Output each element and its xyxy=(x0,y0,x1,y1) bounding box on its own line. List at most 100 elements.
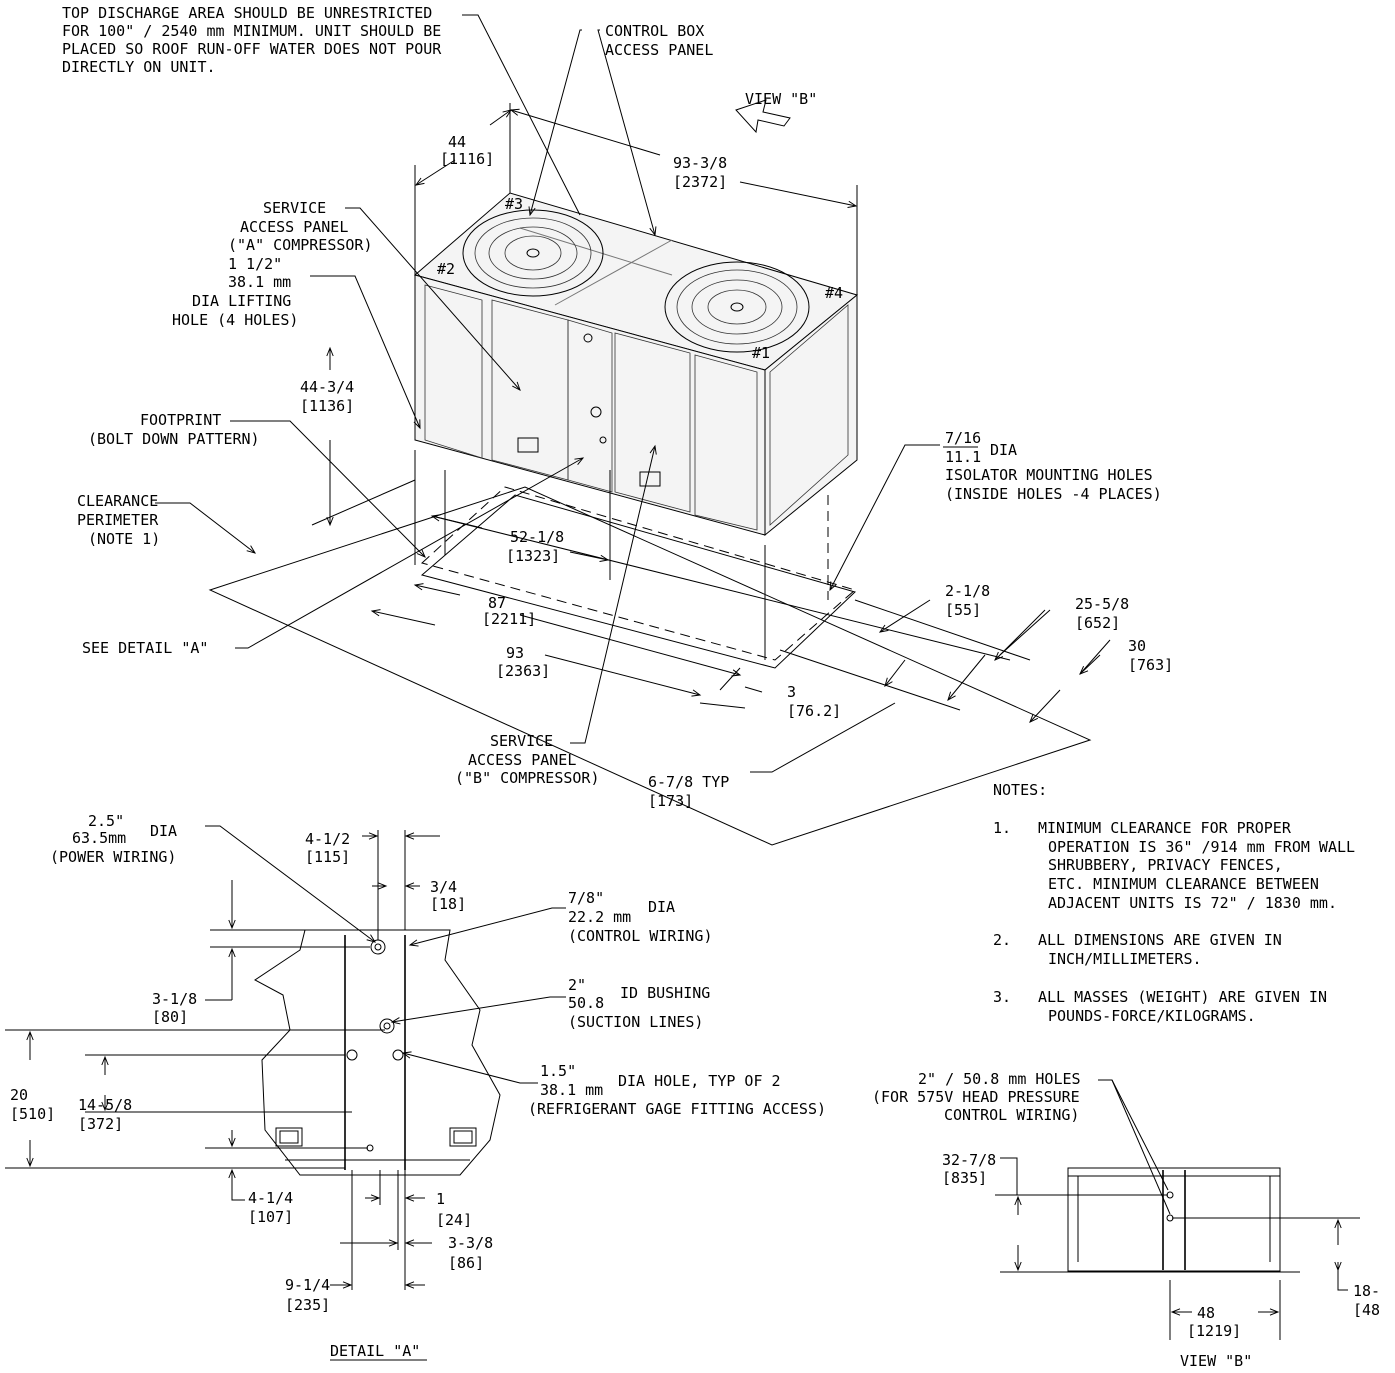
svg-text:[86]: [86] xyxy=(448,1254,484,1272)
svg-text:PERIMETER: PERIMETER xyxy=(77,511,159,529)
svg-text:6-7/8 TYP: 6-7/8 TYP xyxy=(648,773,729,791)
svg-text:[24]: [24] xyxy=(436,1211,472,1229)
dim-1: 1 [24] xyxy=(436,1190,472,1229)
gage-hole-2 xyxy=(392,1049,404,1061)
svg-text:(CONTROL WIRING): (CONTROL WIRING) xyxy=(568,927,713,945)
isolator-label: 7/16 11.1 DIA ISOLATOR MOUNTING HOLES (I… xyxy=(943,429,1162,503)
svg-text:1.5": 1.5" xyxy=(540,1062,576,1080)
svg-text:("A" COMPRESSOR): ("A" COMPRESSOR) xyxy=(228,236,373,254)
svg-text:[1219]: [1219] xyxy=(1187,1322,1241,1340)
svg-text:MINIMUM CLEARANCE FOR PROPER: MINIMUM CLEARANCE FOR PROPER xyxy=(1038,819,1292,837)
svg-text:1: 1 xyxy=(436,1190,445,1208)
svg-text:[1323]: [1323] xyxy=(506,547,560,565)
svg-text:44-3/4: 44-3/4 xyxy=(300,378,354,396)
detail-a-title: DETAIL "A" xyxy=(330,1342,420,1360)
note-1-num: 1. xyxy=(993,819,1011,837)
svg-text:25-5/8: 25-5/8 xyxy=(1075,595,1129,613)
svg-text:(SUCTION LINES): (SUCTION LINES) xyxy=(568,1013,703,1031)
svg-text:TOP DISCHARGE AREA SHOULD BE U: TOP DISCHARGE AREA SHOULD BE UNRESTRICTE… xyxy=(62,4,432,22)
gage-hole-1 xyxy=(346,1049,358,1061)
svg-text:87: 87 xyxy=(488,594,506,612)
svg-text:93: 93 xyxy=(506,644,524,662)
svg-text:3-1/8: 3-1/8 xyxy=(152,990,197,1008)
svg-text:50.8: 50.8 xyxy=(568,994,604,1012)
svg-text:(REFRIGERANT GAGE FITTING ACCE: (REFRIGERANT GAGE FITTING ACCESS) xyxy=(528,1100,826,1118)
note-3-num: 3. xyxy=(993,988,1011,1006)
footprint-pattern xyxy=(420,486,857,661)
detail-a-view: 2.5" 63.5mm DIA (POWER WIRING) 4-1/2 [11… xyxy=(5,812,826,1361)
svg-text:[2211]: [2211] xyxy=(482,610,536,628)
svg-text:[763]: [763] xyxy=(1128,656,1173,674)
svg-text:(BOLT DOWN PATTERN): (BOLT DOWN PATTERN) xyxy=(88,430,260,448)
svg-text:HOLE (4 HOLES): HOLE (4 HOLES) xyxy=(172,311,298,329)
view-b-label: VIEW "B" xyxy=(745,90,817,108)
svg-text:DIRECTLY ON UNIT.: DIRECTLY ON UNIT. xyxy=(62,58,216,76)
svg-text:38.1 mm: 38.1 mm xyxy=(228,273,291,291)
coil-right xyxy=(694,354,758,531)
svg-text:ETC. MINIMUM CLEARANCE BETWEE: ETC. MINIMUM CLEARANCE BETWEEN xyxy=(1048,875,1319,893)
dim-44: 44 [1116] xyxy=(440,133,494,168)
dim-3: 3 [76.2] xyxy=(787,683,841,720)
svg-text:14-5/8: 14-5/8 xyxy=(78,1096,132,1114)
service-panel-a-label: SERVICE ACCESS PANEL ("A" COMPRESSOR) xyxy=(228,199,373,254)
svg-text:38.1 mm: 38.1 mm xyxy=(540,1081,603,1099)
footprint-label: FOOTPRINT (BOLT DOWN PATTERN) xyxy=(88,411,260,448)
svg-text:ISOLATOR MOUNTING HOLES: ISOLATOR MOUNTING HOLES xyxy=(945,466,1153,484)
lifting-hole-label: 1 1/2" 38.1 mm DIA LIFTING HOLE (4 HOLES… xyxy=(172,255,298,329)
service-panel-b-label: SERVICE ACCESS PANEL ("B" COMPRESSOR) xyxy=(455,732,600,787)
svg-text:CLEARANCE: CLEARANCE xyxy=(77,492,158,510)
svg-text:FOR 100" / 2540 mm MINIMUM. U: FOR 100" / 2540 mm MINIMUM. UNIT SHOULD … xyxy=(62,22,441,40)
fan-mark-1: #1 xyxy=(752,344,770,362)
svg-text:[1136]: [1136] xyxy=(300,397,354,415)
suction-label: 2" 50.8 ID BUSHING (SUCTION LINES) xyxy=(568,976,710,1031)
service-panel-b-shape xyxy=(614,332,691,513)
svg-text:2.5": 2.5" xyxy=(88,812,124,830)
see-detail-a-label: SEE DETAIL "A" xyxy=(82,639,208,657)
svg-text:ACCESS PANEL: ACCESS PANEL xyxy=(468,751,576,769)
svg-text:CONTROL BOX: CONTROL BOX xyxy=(605,22,704,40)
dim-3-3-8: 3-3/8 [86] xyxy=(448,1234,493,1272)
svg-text:32-7/8: 32-7/8 xyxy=(942,1151,996,1169)
svg-text:ID BUSHING: ID BUSHING xyxy=(620,984,710,1002)
svg-text:44: 44 xyxy=(448,133,466,151)
note-2-num: 2. xyxy=(993,931,1011,949)
svg-text:ALL MASSES (WEIGHT) ARE GIVEN: ALL MASSES (WEIGHT) ARE GIVEN IN xyxy=(1038,988,1327,1006)
svg-text:SERVICE: SERVICE xyxy=(263,199,326,217)
dim-93-3-8: 93-3/8 [2372] xyxy=(673,154,727,191)
svg-text:ADJACENT UNITS IS 72" / 1830 m: ADJACENT UNITS IS 72" / 1830 mm. xyxy=(1048,894,1337,912)
svg-text:4-1/2: 4-1/2 xyxy=(305,830,350,848)
top-discharge-note: TOP DISCHARGE AREA SHOULD BE UNRESTRICTE… xyxy=(62,4,442,76)
svg-text:[652]: [652] xyxy=(1075,614,1120,632)
svg-text:93-3/8: 93-3/8 xyxy=(673,154,727,172)
svg-text:18-: 18- xyxy=(1353,1282,1380,1300)
svg-text:2": 2" xyxy=(568,976,586,994)
dim-4-1-2: 4-1/2 [115] xyxy=(305,830,350,866)
notes-block: NOTES: 1. MINIMUM CLEARANCE FOR PROPER O… xyxy=(993,781,1355,1025)
dim-3-4: 3/4 [18] xyxy=(430,878,466,913)
svg-text:[76.2]: [76.2] xyxy=(787,702,841,720)
svg-text:PLACED SO ROOF RUN-OFF WATER D: PLACED SO ROOF RUN-OFF WATER DOES NOT PO… xyxy=(62,40,442,58)
dim-3-1-8: 3-1/8 [80] xyxy=(152,990,197,1026)
control-wiring-label: 7/8" 22.2 mm DIA (CONTROL WIRING) xyxy=(568,889,713,945)
svg-text:[835]: [835] xyxy=(942,1169,987,1187)
fan-mark-2: #2 xyxy=(437,260,455,278)
svg-text:(FOR 575V HEAD PRESSURE: (FOR 575V HEAD PRESSURE xyxy=(872,1088,1080,1106)
dim-87: 87 [2211] xyxy=(482,594,536,628)
svg-text:[55]: [55] xyxy=(945,601,981,619)
view-b-holes-label: 2" / 50.8 mm HOLES (FOR 575V HEAD PRESSU… xyxy=(872,1070,1081,1124)
svg-text:[115]: [115] xyxy=(305,848,350,866)
svg-text:("B" COMPRESSOR): ("B" COMPRESSOR) xyxy=(455,769,600,787)
svg-text:[510]: [510] xyxy=(10,1105,55,1123)
unit-right-face xyxy=(764,293,858,537)
svg-text:[173]: [173] xyxy=(648,792,693,810)
coil-left xyxy=(424,284,483,459)
svg-text:30: 30 xyxy=(1128,637,1146,655)
svg-text:7/16: 7/16 xyxy=(945,429,981,447)
power-wiring-hole xyxy=(370,939,386,955)
svg-text:(NOTE 1): (NOTE 1) xyxy=(88,530,160,548)
svg-text:SERVICE: SERVICE xyxy=(490,732,553,750)
svg-text:52-1/8: 52-1/8 xyxy=(510,528,564,546)
svg-text:22.2 mm: 22.2 mm xyxy=(568,908,631,926)
svg-text:DIA: DIA xyxy=(648,898,675,916)
fan-mark-4: #4 xyxy=(825,284,843,302)
